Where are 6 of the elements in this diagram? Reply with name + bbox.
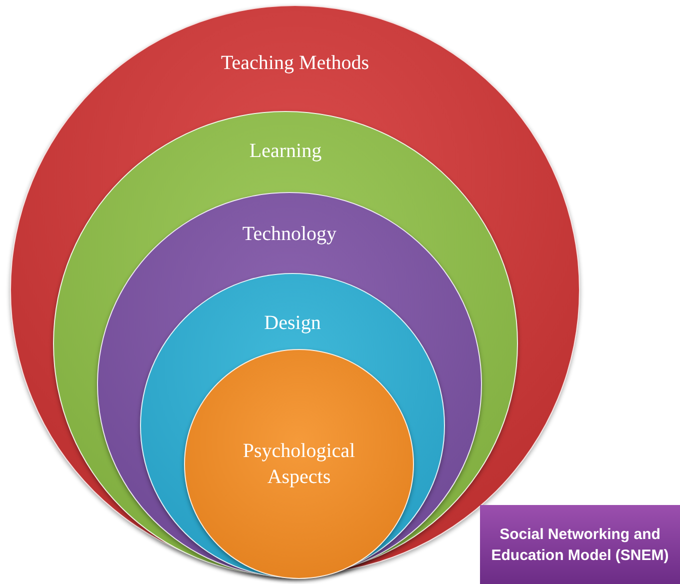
circle-label: Design: [264, 311, 321, 336]
circle-label: Learning: [249, 139, 322, 164]
circle-label: Psychological Aspects: [242, 439, 356, 490]
circle-label: Teaching Methods: [220, 51, 369, 76]
circle-label: Technology: [242, 222, 337, 247]
title-box: Social Networking and Education Model (SNEM): [480, 505, 680, 584]
